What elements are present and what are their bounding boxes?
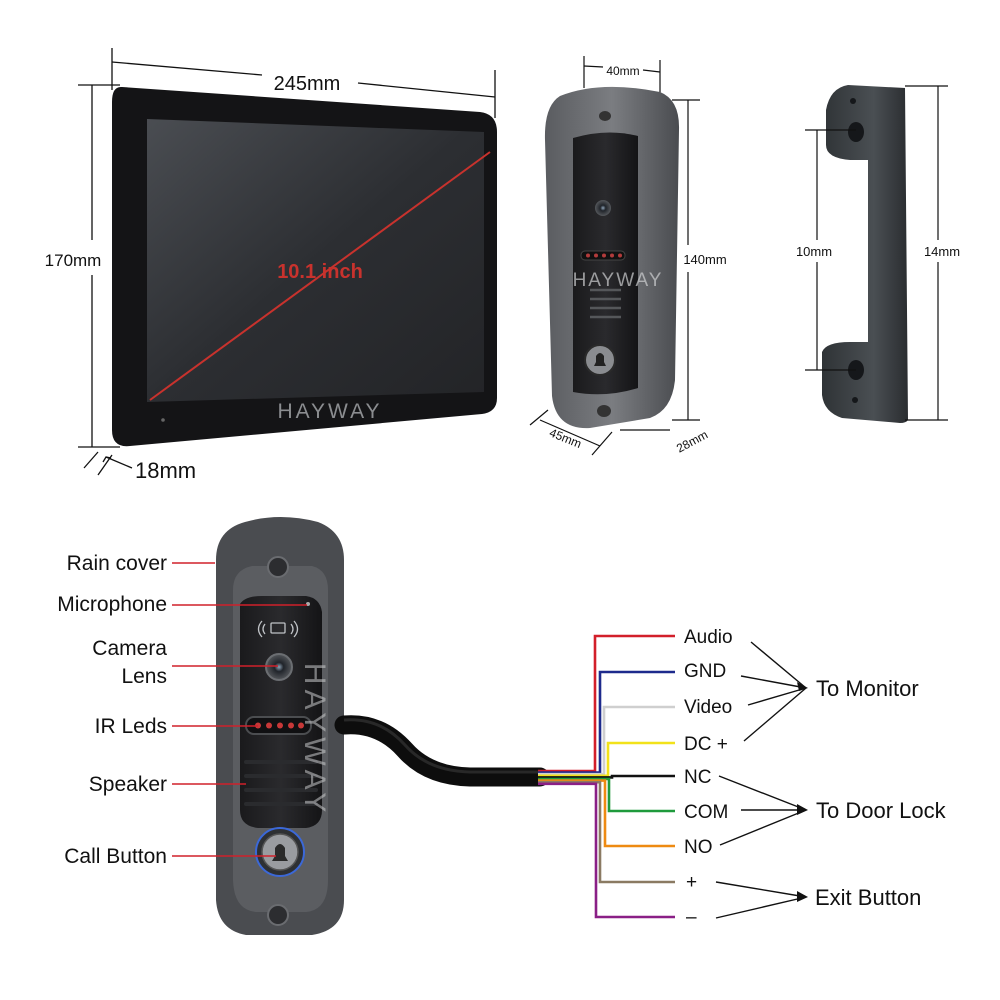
parts-screw-top: [267, 556, 289, 578]
label-ir-leds: IR Leds: [95, 715, 167, 738]
parts-screw-bottom: [267, 904, 289, 926]
monitor-height-label: 170mm: [45, 251, 102, 270]
door-station-width-label: 40mm: [606, 64, 639, 78]
door-station-lens: [595, 200, 611, 216]
wire-5: [538, 774, 675, 779]
wire-bundle: [538, 634, 675, 919]
part-labels: Rain cover Microphone Camera Lens IR Led…: [57, 552, 307, 868]
bracket-screw-bottom: [852, 397, 858, 403]
wire-label-video: Video: [684, 697, 732, 718]
monitor-screen: [147, 119, 484, 402]
nfc-icon: [257, 620, 299, 638]
door-station-watermark: HAYWAY: [573, 270, 664, 291]
door-station-top: 40mm HAYWAY 140mm: [529, 56, 727, 456]
bracket-outer-dimension: [905, 85, 948, 421]
door-station-base-label: 45mm: [547, 426, 583, 451]
cable-highlight: [343, 718, 540, 774]
wire-1: [538, 634, 675, 773]
parts-ir-leds: [245, 716, 312, 735]
door-station-speaker-grille: [590, 288, 621, 319]
wire-8: [538, 780, 675, 884]
bracket-screw-top: [850, 98, 856, 104]
monitor-depth-dimension: [83, 451, 133, 476]
parts-camera-lens: [265, 653, 293, 681]
wire-label-gnd: GND: [684, 661, 726, 682]
parts-watermark: HAYWAY: [298, 663, 331, 817]
label-speaker: Speaker: [89, 773, 167, 796]
bracket-inner-dimension: [805, 129, 856, 371]
screen-diagonal: [149, 151, 491, 401]
group-label-to-monitor: To Monitor: [816, 676, 919, 701]
monitor-height-dimension: [78, 84, 120, 448]
door-station-base-dimension: [529, 409, 670, 456]
mounting-bracket: 10mm 14mm: [796, 85, 960, 423]
wire-label-dc: DC +: [684, 734, 728, 755]
label-camera: Camera: [92, 637, 167, 660]
group-label-to-door-lock: To Door Lock: [816, 798, 947, 823]
monitor-watermark: HAYWAY: [277, 400, 382, 423]
wire-label-nc: NC: [684, 767, 711, 788]
wire-label-no: NO: [684, 837, 713, 858]
group-label-exit-button: Exit Button: [815, 885, 921, 910]
bracket-outer-label: 14mm: [924, 244, 960, 259]
wire-label-minus: –: [686, 907, 697, 928]
wire-labels: Audio GND Video DC + NC COM NO + –: [684, 627, 733, 928]
bracket-hole-top: [848, 122, 864, 142]
wire-label-plus: +: [686, 872, 697, 893]
wire-3: [538, 705, 675, 776]
monitor-mic-hole: [161, 418, 165, 422]
group-arrowheads: [797, 682, 808, 902]
bracket-body: [822, 85, 908, 423]
bell-icon: [594, 353, 606, 366]
parts-door-station: HAYWAY: [216, 517, 344, 935]
parts-face-plate: [240, 596, 322, 828]
monitor-width-label: 245mm: [274, 73, 341, 95]
screen-size-label: 10.1 inch: [277, 261, 363, 283]
door-station-screw-bottom: [597, 405, 611, 417]
door-station-ir-leds: [580, 250, 626, 261]
monitor-depth-label: 18mm: [135, 458, 196, 483]
door-station-face: [573, 132, 638, 395]
wire-6: [538, 777, 675, 813]
wire-7: [538, 779, 675, 848]
wire-4: [538, 741, 675, 778]
door-station-width-dimension: [583, 56, 661, 94]
monitor-width-dimension: [111, 48, 496, 118]
parts-speaker-grille: [244, 760, 318, 806]
label-microphone: Microphone: [57, 593, 167, 616]
label-rain-cover: Rain cover: [67, 552, 167, 575]
wire-label-com: COM: [684, 802, 728, 823]
label-call-button: Call Button: [64, 845, 167, 868]
bracket-inner-label: 10mm: [796, 244, 832, 259]
door-station-height-label: 140mm: [683, 252, 726, 267]
door-station-depth-label: 28mm: [674, 427, 710, 455]
wire-2: [538, 670, 675, 774]
door-station-height-dimension: [672, 99, 700, 421]
monitor: 245mm 170mm 18mm 10.1 inch HAYWAY: [45, 48, 497, 483]
label-lens: Lens: [121, 665, 167, 688]
group-connectors: [715, 641, 807, 919]
cable: [334, 715, 550, 787]
wire-9: [538, 782, 675, 919]
door-station-screw-top: [599, 111, 611, 121]
wire-label-audio: Audio: [684, 627, 733, 648]
